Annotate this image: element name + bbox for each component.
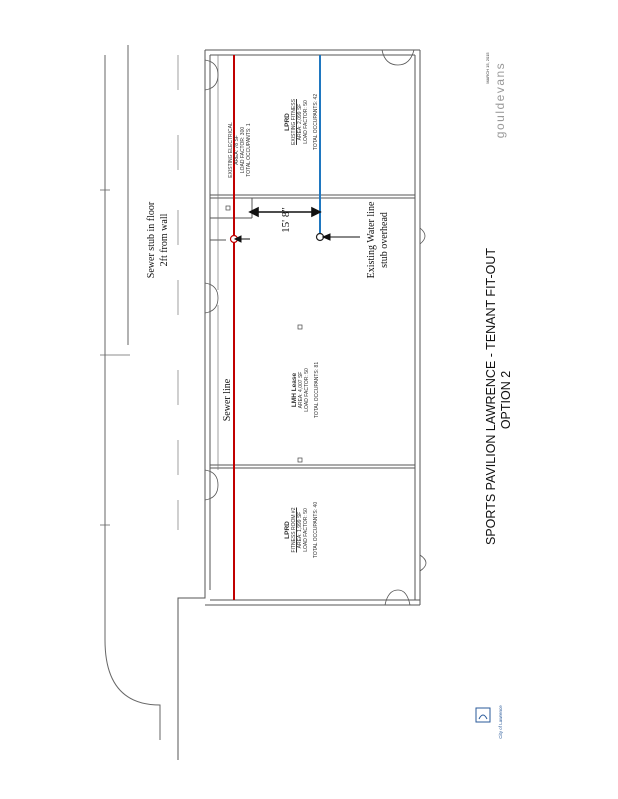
electrical-room-label: EXISTING ELECTRICAL AREA: 78 SF LOAD FAC… bbox=[228, 122, 252, 178]
callout-arrows bbox=[233, 233, 360, 243]
fitness-room-2-label: LPRD FITNESS ROOM #2 AREA: 1,999 SF LOAD… bbox=[284, 501, 319, 559]
existing-fitness-label: LPRD EXISTING FITNESS AREA: 2,099 SF LOA… bbox=[284, 93, 319, 151]
door-swings bbox=[204, 49, 427, 606]
sewer-stub-note: Sewer stub in floor 2ft from wall bbox=[146, 201, 170, 279]
sewer-line-label: Sewer line bbox=[222, 378, 233, 422]
firm-name: gouldevans bbox=[493, 61, 507, 139]
sheet-date: MARCH 15, 2015 bbox=[485, 52, 490, 84]
building-walls bbox=[177, 49, 421, 760]
dimension-arrow bbox=[248, 206, 322, 218]
city-logo-text: City of Lawrence bbox=[498, 705, 503, 739]
city-logo-mark bbox=[475, 707, 491, 723]
water-stub-note: Existing Water line stub overhead bbox=[366, 201, 390, 279]
lmh-lease-label: LMH Lease AREA: 4,007 SF LOAD FACTOR: 50… bbox=[291, 361, 320, 419]
sheet-title: SPORTS PAVILION LAWRENCE - TENANT FIT-OU… bbox=[484, 247, 513, 545]
dimension-label: 15' 8" bbox=[280, 207, 292, 233]
street-curb bbox=[104, 55, 161, 740]
